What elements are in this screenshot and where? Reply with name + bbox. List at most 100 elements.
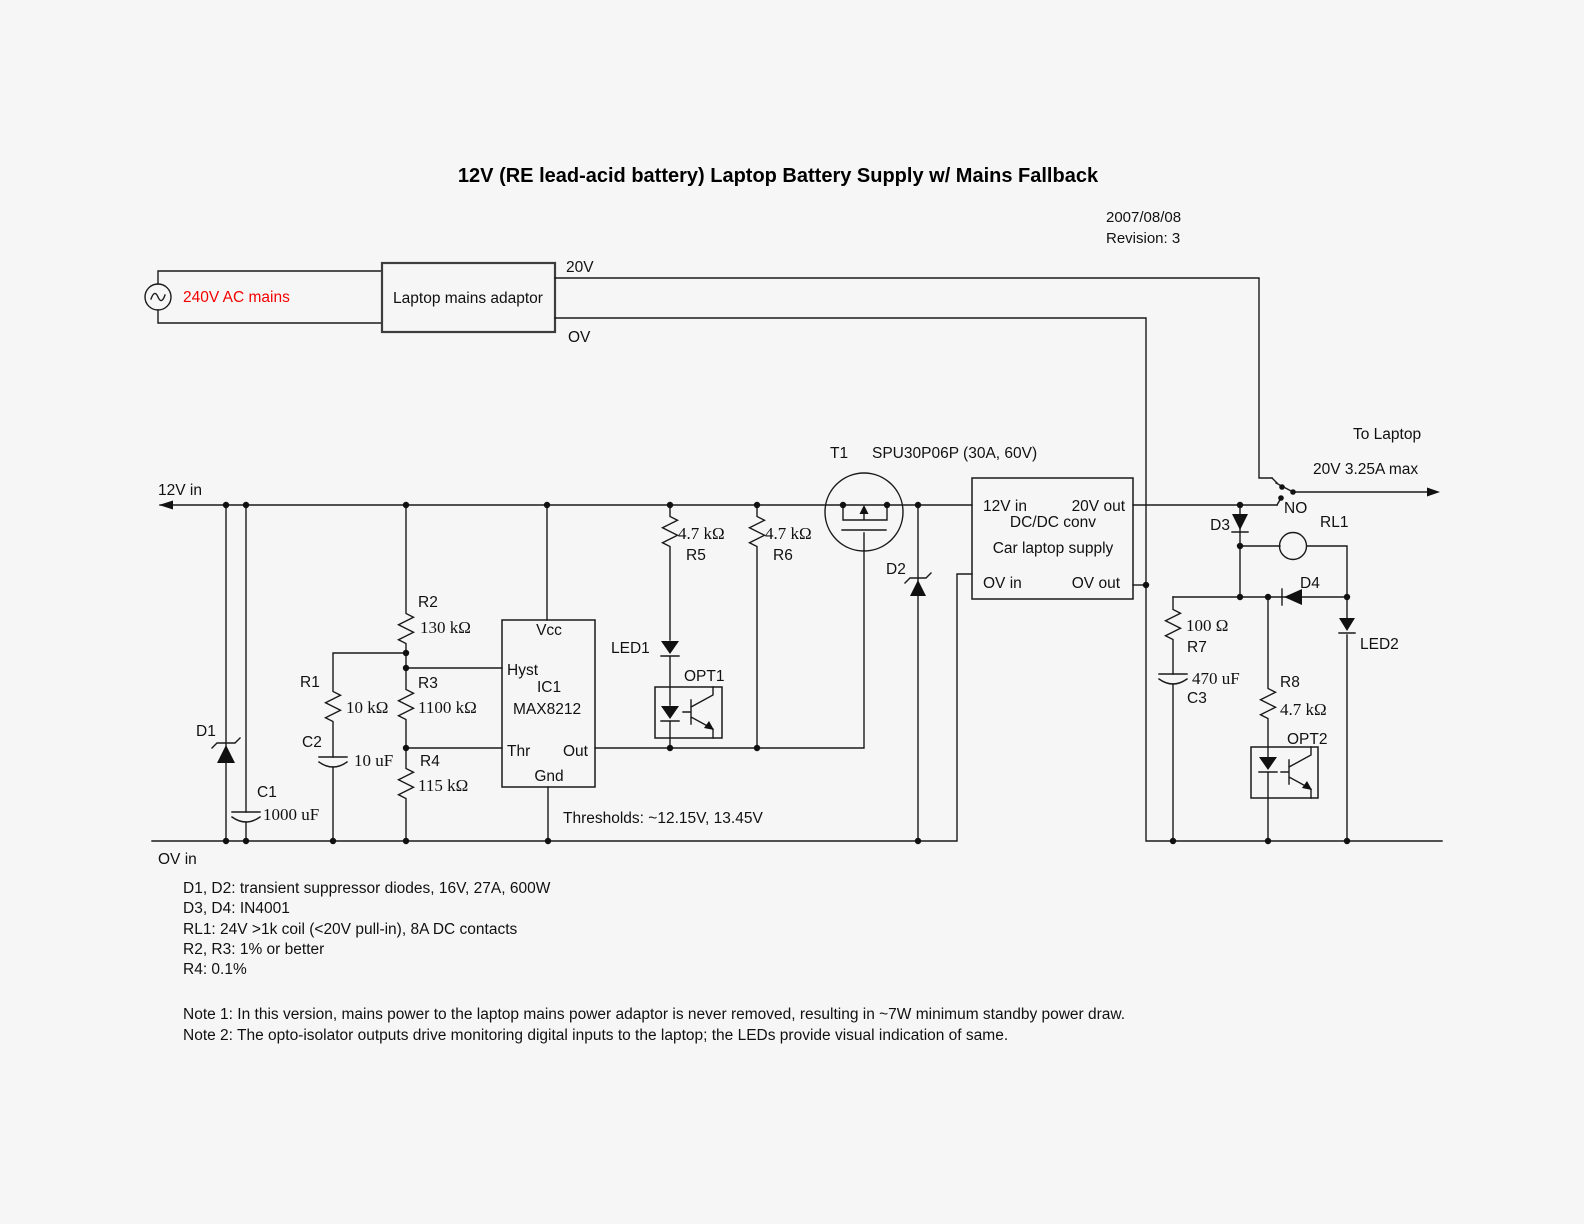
t1-mosfet: T1 SPU30P06P (30A, 60V) [824,445,1037,552]
r7-wire [1163,596,1183,842]
output-rating-label: 20V 3.25A max [1313,461,1418,478]
r2-r3-r4-divider: R2 130 kΩ R3 1100 kΩ R4 115 kΩ [396,504,477,842]
d2-label: D2 [886,561,906,578]
note-line: R2, R3: 1% or better [183,941,324,958]
ic1-pin-hyst: Hyst [507,662,539,679]
r8-opt2-branch: R8 4.7 kΩ OPT2 [1250,596,1327,842]
d1-diode-icon [217,745,235,763]
c3-label: C3 [1187,690,1207,707]
arrow-right-icon [1427,487,1440,497]
ic1-box [501,619,596,788]
r5-wire [660,504,680,749]
dcdc-box [971,477,1134,600]
c3-cap-icon [1158,673,1188,685]
d3-diode-icon [1232,514,1248,530]
d2-tvs-diode: D2 [886,504,932,842]
c2-label: C2 [302,734,322,751]
page-title: 12V (RE lead-acid battery) Laptop Batter… [458,165,1099,187]
r3-value: 1100 kΩ [418,698,477,717]
opt2-phototransistor-icon [1280,746,1312,799]
led1-diode-icon [661,641,679,654]
c1-value: 1000 uF [263,805,319,824]
rail-12v-label: 12V in [158,482,202,499]
r6-gate-pullup: 4.7 kΩ R6 [747,504,812,749]
dcdc-pin-0v-out: OV out [1072,575,1121,592]
r6-wire [747,504,767,749]
note-line: D1, D2: transient suppressor diodes, 16V… [183,880,551,897]
r1-value: 10 kΩ [346,698,388,717]
ac-wires [157,270,383,324]
c1-capacitor: C1 1000 uF [231,504,319,842]
t1-label: T1 [830,445,848,462]
ac-source-icon [144,283,172,311]
date-label: 2007/08/08 [1106,209,1181,226]
adaptor-0v-label: OV [568,329,591,346]
ic1-max8212: Vcc Hyst IC1 MAX8212 Thr Out Gnd Thresho… [405,504,865,842]
d4-label: D4 [1300,575,1320,592]
no-contact-label: NO [1284,500,1307,517]
d1-cathode-bar [211,737,241,749]
parts-notes: D1, D2: transient suppressor diodes, 16V… [183,880,1125,1044]
thresholds-note: Thresholds: ~12.15V, 13.45V [563,810,763,827]
opt1-phototransistor-icon [682,686,714,739]
rl1-coil-icon [1278,531,1308,561]
r2-label: R2 [418,594,438,611]
t1-arrow-icon [859,505,869,514]
d3-label: D3 [1210,517,1230,534]
opt2-label: OPT2 [1287,731,1327,748]
mains-adaptor-box [380,261,557,334]
ic1-pin-out: Out [563,743,589,760]
sine-icon [150,292,166,302]
wire-0v [554,317,1443,842]
divider-wire [396,504,416,842]
footnote-line: Note 1: In this version, mains power to … [183,1006,1125,1023]
ic1-pin-thr: Thr [507,743,530,760]
dcdc-converter: 12V in 20V out DC/DC conv Car laptop sup… [971,477,1278,600]
to-laptop-label: To Laptop [1353,426,1421,443]
t1-symbol [841,504,888,531]
opt2-box [1250,746,1319,799]
revision-label: Revision: 3 [1106,230,1180,247]
t1-body-icon [824,472,904,552]
r5-value: 4.7 kΩ [678,524,725,543]
rail-0v [151,573,973,842]
c1-cap-icon [231,811,261,823]
opt1-led-icon [661,706,679,719]
r6-value: 4.7 kΩ [765,524,812,543]
led2-diode-icon [1339,618,1355,631]
d2-cathode-bar [904,572,932,584]
dcdc-pin-20v-out: 20V out [1072,498,1126,515]
c1-label: C1 [257,784,277,801]
d2-diode-icon [910,580,926,596]
arrow-left-icon [159,500,173,510]
dcdc-pin-0v-in: OV in [983,575,1022,592]
opt1-emitter-arrow-icon [704,721,714,730]
d1-tvs-diode: D1 [196,504,241,842]
r8-wire [1258,596,1278,842]
r5-led1-opt1: 4.7 kΩ R5 LED1 OPT1 [611,504,725,749]
c2-value: 10 uF [354,751,393,770]
r1-label: R1 [300,674,320,691]
opt1-label: OPT1 [684,668,724,685]
r8-value: 4.7 kΩ [1280,700,1327,719]
r6-label: R6 [773,547,793,564]
d1-label: D1 [196,723,216,740]
r7-c3-branch: 100 Ω R7 470 uF C3 [1158,596,1240,842]
junction-dots [222,484,1351,845]
note-line: R4: 0.1% [183,961,247,978]
note-line: D3, D4: IN4001 [183,900,290,917]
mains-adaptor-label: Laptop mains adaptor [393,290,543,307]
d4-diode-icon [1284,589,1302,605]
r2-value: 130 kΩ [420,618,471,637]
dcdc-title: DC/DC conv [1010,514,1096,531]
r4-label: R4 [420,753,440,770]
wire-20v [554,277,1273,479]
d3-rl1-d4: D3 RL1 D4 [1172,504,1348,606]
ic1-pin-vcc: Vcc [536,622,562,639]
relay-contact-output: NO To Laptop 20V 3.25A max [1271,426,1440,517]
led2-branch: LED2 [1338,596,1399,842]
r3-label: R3 [418,675,438,692]
r8-label: R8 [1280,674,1300,691]
